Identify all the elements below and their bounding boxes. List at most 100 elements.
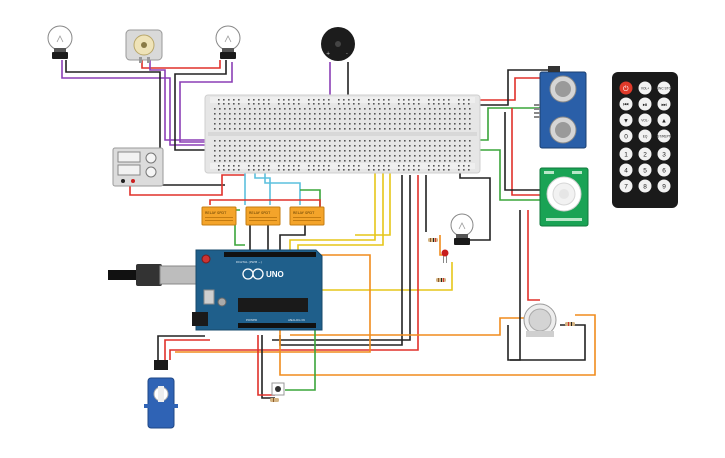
resistor-2[interactable] <box>436 278 446 282</box>
wire-black-servo[interactable] <box>157 335 205 362</box>
wire-red-ultrasonic[interactable] <box>460 77 548 101</box>
power-supply[interactable] <box>112 147 164 187</box>
dc-motor[interactable] <box>125 29 163 63</box>
remote-eq-button[interactable] <box>638 129 652 143</box>
wire-yellow-1[interactable] <box>289 155 376 250</box>
wire-motor-purple[interactable] <box>149 60 250 141</box>
wire-bulb1-black[interactable] <box>65 60 225 186</box>
remote-key-3[interactable] <box>657 147 671 161</box>
wire-black-button[interactable] <box>261 335 275 399</box>
wire-red-servo[interactable] <box>164 339 210 362</box>
remote-key-2[interactable] <box>638 147 652 161</box>
remote-key-6[interactable] <box>657 163 671 177</box>
wire-psu-red[interactable] <box>129 174 245 196</box>
breadboard-hole <box>269 145 271 147</box>
breadboard-rail-hole <box>288 169 290 171</box>
remote-key-8[interactable] <box>638 179 652 193</box>
wire-red-button[interactable] <box>257 335 275 396</box>
remote-down-button[interactable] <box>619 113 633 127</box>
red-led[interactable] <box>441 249 449 264</box>
breadboard-rail-hole <box>288 103 290 105</box>
wire-red-c[interactable] <box>169 175 419 360</box>
resistor-3[interactable] <box>565 322 575 326</box>
push-button[interactable] <box>271 382 285 396</box>
breadboard-hole <box>354 140 356 142</box>
remote-up-button[interactable] <box>657 113 671 127</box>
wire-black-pir[interactable] <box>504 112 540 191</box>
light-bulb-3[interactable] <box>450 213 474 245</box>
wire-orange-2[interactable] <box>279 314 596 376</box>
wire-black-b[interactable] <box>272 175 411 341</box>
breadboard-hole <box>279 118 281 120</box>
breadboard-hole <box>309 118 311 120</box>
remote-power-button[interactable] <box>619 81 633 95</box>
wire-bulb1-purple[interactable] <box>61 60 255 146</box>
pir-sensor[interactable] <box>539 167 589 227</box>
breadboard-hole <box>219 123 221 125</box>
remote-prev-button[interactable] <box>619 97 633 111</box>
breadboard-hole <box>399 145 401 147</box>
remote-key-1[interactable] <box>619 147 633 161</box>
wire-red-gas[interactable] <box>527 210 540 301</box>
light-bulb-2[interactable] <box>215 25 241 59</box>
wire-relay-black-3[interactable] <box>279 225 306 250</box>
wire-black-gas[interactable] <box>507 210 521 361</box>
breadboard-hole <box>454 108 456 110</box>
breadboard-rail-hole <box>283 103 285 105</box>
remote-key-0[interactable] <box>619 129 633 143</box>
remote-key-9[interactable] <box>657 179 671 193</box>
remote-key-5[interactable] <box>638 163 652 177</box>
light-bulb-1[interactable] <box>47 25 73 59</box>
relay-2[interactable]: RELAY SPDT <box>245 206 281 226</box>
breadboard-hole <box>224 140 226 142</box>
remote-play-button[interactable] <box>638 97 652 111</box>
wire-yellow-4[interactable] <box>309 255 453 291</box>
gas-sensor[interactable] <box>523 303 557 337</box>
remote-st-rept-button[interactable] <box>657 129 671 143</box>
remote-next-button[interactable] <box>657 97 671 111</box>
breadboard-hole <box>409 108 411 110</box>
breadboard-hole <box>324 155 326 157</box>
remote-vol-up-button[interactable] <box>638 81 652 95</box>
wire-relay-red[interactable] <box>209 199 321 208</box>
servo-motor[interactable] <box>144 360 178 429</box>
remote-vol-down-button[interactable] <box>638 113 652 127</box>
breadboard-hole <box>279 145 281 147</box>
breadboard-rail-hole <box>278 99 280 101</box>
wire-orange-3[interactable] <box>290 317 525 336</box>
ultrasonic-sensor[interactable] <box>534 66 587 149</box>
breadboard[interactable] <box>204 94 481 174</box>
breadboard-rail-hole <box>448 165 450 167</box>
arduino-uno[interactable]: UNO DIGITAL (PWM ~) POWER ANALOG IN <box>108 249 323 331</box>
relay-3[interactable]: RELAY SPDT <box>289 206 325 226</box>
wire-relay-green-1[interactable] <box>234 209 245 246</box>
resistor-1[interactable] <box>428 238 438 242</box>
breadboard-rail-hole <box>238 103 240 105</box>
breadboard-rail-hole <box>463 99 465 101</box>
breadboard-hole <box>429 108 431 110</box>
breadboard-rail-hole <box>338 165 340 167</box>
piezo-buzzer[interactable]: + - <box>321 27 355 61</box>
breadboard-hole <box>359 123 361 125</box>
wire-red-pir[interactable] <box>511 108 540 196</box>
wire-black-ultrasonic[interactable] <box>460 69 555 106</box>
remote-key-4[interactable] <box>619 163 633 177</box>
wire-motor-red[interactable] <box>141 60 221 69</box>
breadboard-hole <box>464 145 466 147</box>
relay-1[interactable]: RELAY SPDT <box>201 206 237 226</box>
wire-yellow-2[interactable] <box>297 150 384 250</box>
wire-bulb2-black[interactable] <box>174 60 248 151</box>
wire-orange-1[interactable] <box>175 254 371 353</box>
breadboard-rail-hole <box>328 99 330 101</box>
breadboard-hole <box>379 113 381 115</box>
breadboard-hole <box>354 155 356 157</box>
wire-yellow-3[interactable] <box>355 145 391 236</box>
resistor-4[interactable] <box>270 398 279 402</box>
breadboard-rail-hole <box>228 165 230 167</box>
remote-func-stop-button[interactable] <box>657 81 671 95</box>
remote-key-7[interactable] <box>619 179 633 193</box>
breadboard-hole <box>434 140 436 142</box>
breadboard-hole <box>254 113 256 115</box>
